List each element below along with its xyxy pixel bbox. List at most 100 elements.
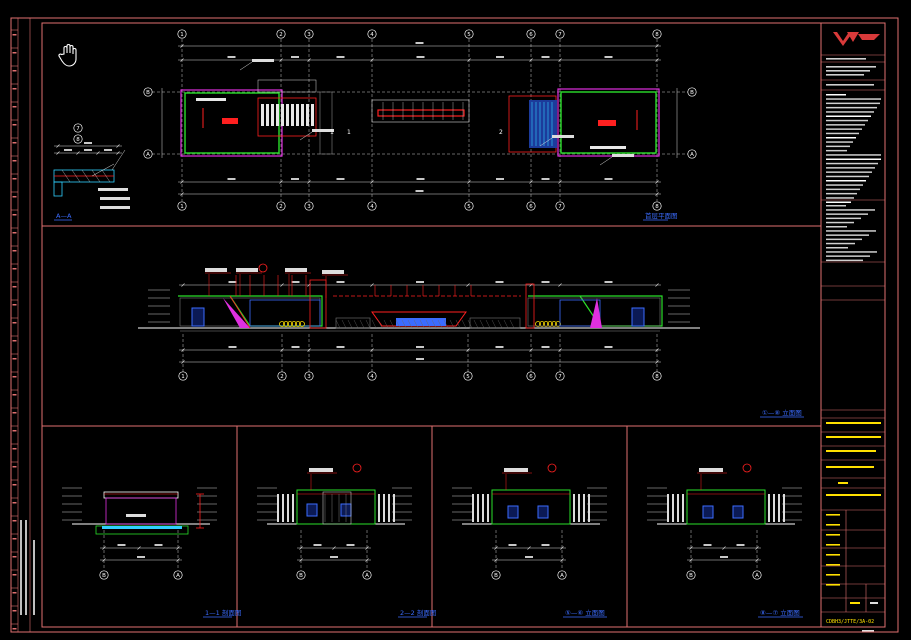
plan-left-bollard <box>296 104 299 126</box>
elev-hatch <box>401 319 407 329</box>
plan-dim-bottom-tick <box>467 180 471 184</box>
plan-row-bubble-right <box>687 87 697 97</box>
elev-dim-overall-value <box>416 358 424 360</box>
title-block-sign-label <box>826 544 840 546</box>
margin-tick-mark <box>12 610 17 612</box>
plan-row-bubble-left <box>143 87 153 97</box>
plan-left-bollard <box>306 104 309 126</box>
elev-hatch <box>455 319 461 329</box>
title-block-note <box>826 94 846 96</box>
plan-dim-top-value <box>604 56 613 58</box>
elev-right-column <box>525 283 535 329</box>
elev-grid-bubble <box>178 371 188 381</box>
elev-hatch <box>503 319 509 329</box>
plan-grid-bottom-bubble-label: 1 <box>180 204 184 210</box>
section-1-title: 1—1 剖面图 <box>205 608 241 617</box>
section-grid-bubble-label: A <box>365 573 369 579</box>
section-grid-bubble-label: B <box>299 573 303 579</box>
title-block-yellow-text <box>826 436 881 438</box>
section-left-pier <box>287 494 289 522</box>
elev-dim-top-tick <box>181 283 185 287</box>
plan-dim-top-tick <box>370 58 374 62</box>
section-dim-bottom-tick <box>176 558 180 562</box>
section-left-pier <box>677 494 679 522</box>
section-dim-mid-value <box>154 544 163 546</box>
detail-dim-tick <box>96 151 100 155</box>
plan-right-building-outline <box>557 88 660 157</box>
section-dim-bottom-tick <box>299 558 303 562</box>
title-block-note <box>826 162 878 165</box>
plan-dim-top-value <box>291 56 299 58</box>
section-note <box>126 514 146 517</box>
elev-hatch <box>365 319 371 329</box>
plan-leader-text <box>552 135 574 138</box>
plan-dim-bottom-value <box>336 178 345 180</box>
plan-leader-text <box>312 129 334 132</box>
section-dim-mid-tick <box>560 546 564 550</box>
title-block-note <box>826 137 856 139</box>
company-logo-icon <box>833 32 859 46</box>
margin-tick-mark <box>12 178 17 180</box>
title-block-note <box>826 205 846 207</box>
elev-grid-bubble <box>367 371 377 381</box>
plan-grid-bottom-bubble-label: 3 <box>307 204 311 210</box>
title-block-note <box>826 226 847 228</box>
title-block-page <box>870 602 878 604</box>
title-block-note <box>826 106 877 109</box>
elev-right-glazing <box>559 299 601 327</box>
elev-dim-top-tick <box>280 283 284 287</box>
detail-dim-slant <box>111 149 126 171</box>
margin-tick-mark <box>12 430 17 432</box>
title-block <box>821 32 885 632</box>
plan-dim-overall-bottom-value <box>415 190 424 192</box>
plan-dim-top-tick <box>307 58 311 62</box>
elev-left-column <box>309 279 327 329</box>
plan-dim-bottom-tick <box>529 180 533 184</box>
section-dim-mid-tick <box>365 546 369 550</box>
detail-dim-tick <box>76 151 80 155</box>
margin-tick-mark <box>12 538 17 540</box>
plan-left-bollard <box>291 104 294 126</box>
plan-left-bollard <box>301 104 304 126</box>
plan-dim-bottom-value <box>416 178 425 180</box>
section-inner-wall <box>322 491 352 525</box>
elev-dim-top-value <box>416 281 424 283</box>
left-margin-strip <box>17 18 31 632</box>
section-left-pier <box>672 494 674 522</box>
title-block-scale <box>850 602 860 604</box>
section-dim-mid-tick <box>527 546 531 550</box>
plan-dim-bottom-tick <box>307 180 311 184</box>
plan-dim-top-tick <box>529 58 533 62</box>
elev-dim-top-tick <box>655 283 659 287</box>
section-right-pier <box>573 494 575 522</box>
title-block-note <box>826 128 862 130</box>
elev-hatch <box>461 319 467 329</box>
plan-grid-bottom-bubble <box>177 201 187 211</box>
company-logo-icon-accent <box>858 34 880 40</box>
elev-hatch <box>497 319 503 329</box>
sheet-frame <box>10 17 899 633</box>
plan-right-room-tag <box>598 120 616 126</box>
elev-grid-bubble-label: 1 <box>181 374 185 380</box>
section-right-pier <box>778 494 780 522</box>
margin-tick-mark <box>12 160 17 162</box>
margin-tick-mark <box>12 88 17 90</box>
section-right-pier <box>383 494 385 522</box>
detail-beam <box>53 181 63 197</box>
elev-dim-bottom-value <box>495 346 504 348</box>
margin-tick-mark <box>12 448 17 450</box>
margin-tick-mark <box>12 412 17 414</box>
plan-left-canopy <box>257 79 317 93</box>
elev-hatch <box>479 319 485 329</box>
elev-grid-bubble <box>304 371 314 381</box>
section-dim-mid-tick <box>722 546 726 550</box>
margin-tick-mark <box>12 556 17 558</box>
plan-leader <box>599 156 613 166</box>
plan-grid-top-bubble-label: 4 <box>370 32 374 38</box>
detail-dim-overall-tick <box>116 144 120 148</box>
plan-grid-top-bubble <box>526 29 536 39</box>
left-margin-ticks <box>11 29 18 630</box>
elev-gate-base-left <box>335 317 371 329</box>
section-dim-mid-tick <box>137 546 141 550</box>
